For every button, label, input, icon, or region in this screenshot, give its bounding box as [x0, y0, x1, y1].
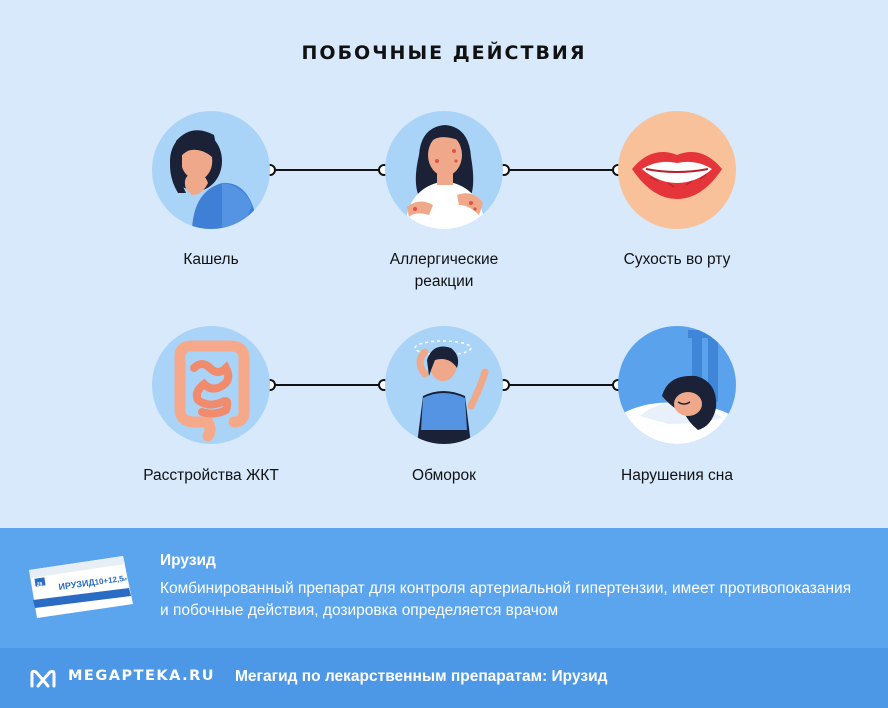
- connector-line: [270, 169, 384, 171]
- connector-line: [504, 384, 618, 386]
- drug-package-image: ИРУЗИД 10+12,5 мг 28: [29, 556, 133, 623]
- connector-line: [270, 384, 384, 386]
- drug-name: Ирузид: [160, 552, 216, 569]
- drug-info-panel: ИРУЗИД 10+12,5 мг 28 Ирузид Комбинирован…: [0, 528, 888, 648]
- dry-lips-icon: [618, 111, 736, 229]
- package-dose-text: 10+12,5: [94, 574, 125, 587]
- coughing-person-icon: [152, 111, 270, 229]
- sleeping-person-icon: [618, 326, 736, 444]
- dizzy-person-icon: [385, 326, 503, 444]
- package-unit-text: мг: [122, 576, 128, 583]
- effect-label-allergy: Аллергические реакции: [389, 251, 499, 290]
- allergy-person-icon: [385, 111, 503, 229]
- effect-label-cough: Кашель: [183, 251, 239, 268]
- megapteka-logo-icon: [30, 668, 56, 693]
- page-title: ПОБОЧНЫЕ ДЕЙСТВИЯ: [301, 42, 587, 64]
- footer-caption: Мегагид по лекарственным препаратам: Иру…: [235, 668, 608, 685]
- package-count-text: 28: [36, 581, 43, 588]
- effect-label-fainting: Обморок: [412, 467, 476, 484]
- effect-label-gi: Расстройства ЖКТ: [143, 467, 279, 484]
- effect-label-dry-mouth: Сухость во рту: [623, 251, 731, 268]
- intestine-icon: [152, 326, 270, 444]
- connector-line: [504, 169, 618, 171]
- footer-bar: MEGAPTEKA.RU Мегагид по лекарственным пр…: [0, 648, 888, 708]
- drug-description: Комбинированный препарат для контроля ар…: [160, 580, 852, 619]
- brand-name[interactable]: MEGAPTEKA.RU: [68, 668, 216, 684]
- effect-label-sleep: Нарушения сна: [621, 467, 733, 484]
